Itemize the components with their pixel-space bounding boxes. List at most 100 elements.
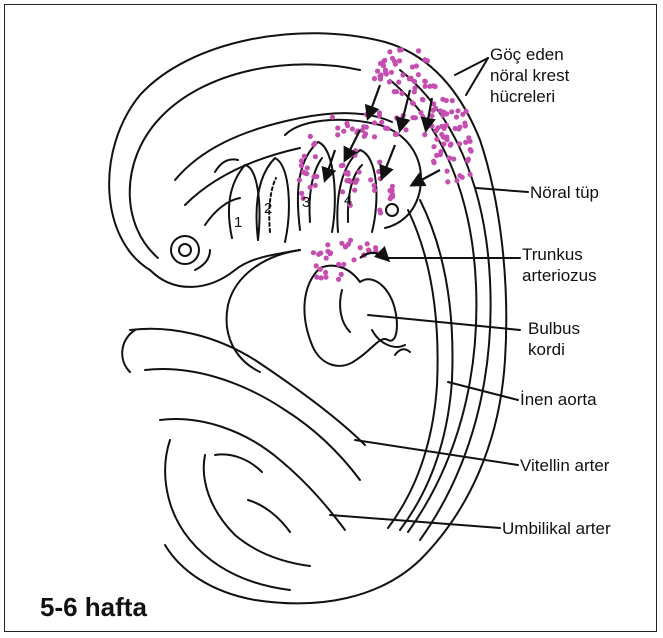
neural-crest-cell [348,238,353,243]
aorta-line [400,200,453,530]
neural-crest-cell [410,100,415,105]
neural-crest-cell [341,262,346,267]
arch-number-1: 1 [234,214,242,231]
neural-crest-cell [412,79,417,84]
neural-crest-cell [431,108,436,113]
neural-crest-cell [396,80,401,85]
neural-crest-cell [399,91,404,96]
neural-crest-cell [308,134,313,139]
neural-crest-cell [433,84,438,89]
neural-crest-cell [429,124,434,129]
neural-crest-cell [372,120,377,125]
neural-crest-cell [323,275,328,280]
neural-crest-cell [447,155,452,160]
head-outline [109,33,506,603]
label-truncus: Trunkus arteriozus [522,244,597,286]
neural-crest-cell [302,154,307,159]
neural-crest-cell [318,267,323,272]
neural-crest-cell [413,115,418,120]
neural-crest-cell [365,241,370,246]
neural-crest-cell [377,208,382,213]
neural-crest-cell [385,126,390,131]
neural-crest-cell [372,76,377,81]
neural-crest-cell [438,108,443,113]
neural-crest-cell [372,183,377,188]
neural-crest-cell [445,179,450,184]
neural-crest-cell [357,169,362,174]
neural-crest-cell [323,270,328,275]
neural-crest-cell [420,97,425,102]
neural-crest-cell [449,109,454,114]
neural-crest-cell [352,153,357,158]
neural-crest-cell [336,277,341,282]
neural-crest-cell [308,185,313,190]
figure-caption: 5-6 hafta [40,592,147,623]
neural-crest-cell [400,72,405,77]
label-descending-aorta: İnen aorta [520,389,597,410]
neural-crest-cell [444,123,449,128]
neural-crest-cell [305,165,310,170]
neural-crest-cell [397,47,402,52]
neural-crest-cell [311,250,316,255]
label-bulbus: Bulbus kordi [528,318,580,360]
neural-crest-cell [346,172,351,177]
neural-crest-cell [390,56,395,61]
label-neural-tube: Nöral tüp [530,182,599,203]
neural-crest-cell [431,159,436,164]
neural-crest-cell [440,97,445,102]
neural-crest-cell [387,79,392,84]
neural-crest-cell [435,125,440,130]
neural-crest-cell [420,114,425,119]
neural-crest-cell [423,79,428,84]
neural-crest-cell [393,132,398,137]
neural-crest-cell [431,144,436,149]
neural-crest-cell [394,115,399,120]
neural-crest-cell [379,120,384,125]
neural-crest-cell [397,58,402,63]
neural-crest-cell [457,125,462,130]
neural-crest-cell [343,244,348,249]
neural-crest-cell [335,132,340,137]
neural-crest-cell [368,177,373,182]
arch-number-2: 2 [264,200,272,217]
head-inner [130,64,360,258]
neural-crest-cell [407,76,412,81]
neural-crest-cell [416,72,421,77]
neural-crest-cell [379,72,384,77]
neural-crest-cell [454,178,459,183]
arch-number-3: 3 [302,194,310,211]
neural-crest-cell [394,89,399,94]
neural-crest-cell [350,126,355,131]
neural-crest-cell [314,263,319,268]
neural-crest-cell [353,180,358,185]
neural-crest-cell [389,70,394,75]
neural-crest-cell [387,49,392,54]
neural-crest-cell [358,245,363,250]
neural-crest-cell [460,175,465,180]
neural-crest-cell [362,134,367,139]
neural-crest-cell [412,86,417,91]
neural-crest-cell [423,84,428,89]
neural-crest-cell [372,134,377,139]
neural-crest-cell [325,242,330,247]
eye [171,236,199,264]
neural-crest-cell [444,111,449,116]
neural-crest-cell [441,141,446,146]
neural-crest-cell [416,48,421,53]
neural-crest-cell [448,141,453,146]
neural-crest-cell [434,137,439,142]
arch-2 [257,158,289,242]
arch-number-4: 4 [344,192,352,209]
neural-crest-cell [375,69,380,74]
neural-crest-cell [383,70,388,75]
neural-crest-cell [457,141,462,146]
neural-crest-cell [463,140,468,145]
neural-crest-cell [439,132,444,137]
neural-crest-cell [314,275,319,280]
neural-crest-cell [316,252,321,257]
neural-crest-cell [297,178,302,183]
neural-crest-cell [453,126,458,131]
neural-crest-cell [438,152,443,157]
label-umbilical: Umbilikal arter [502,518,611,539]
neural-crest-cell [341,129,346,134]
